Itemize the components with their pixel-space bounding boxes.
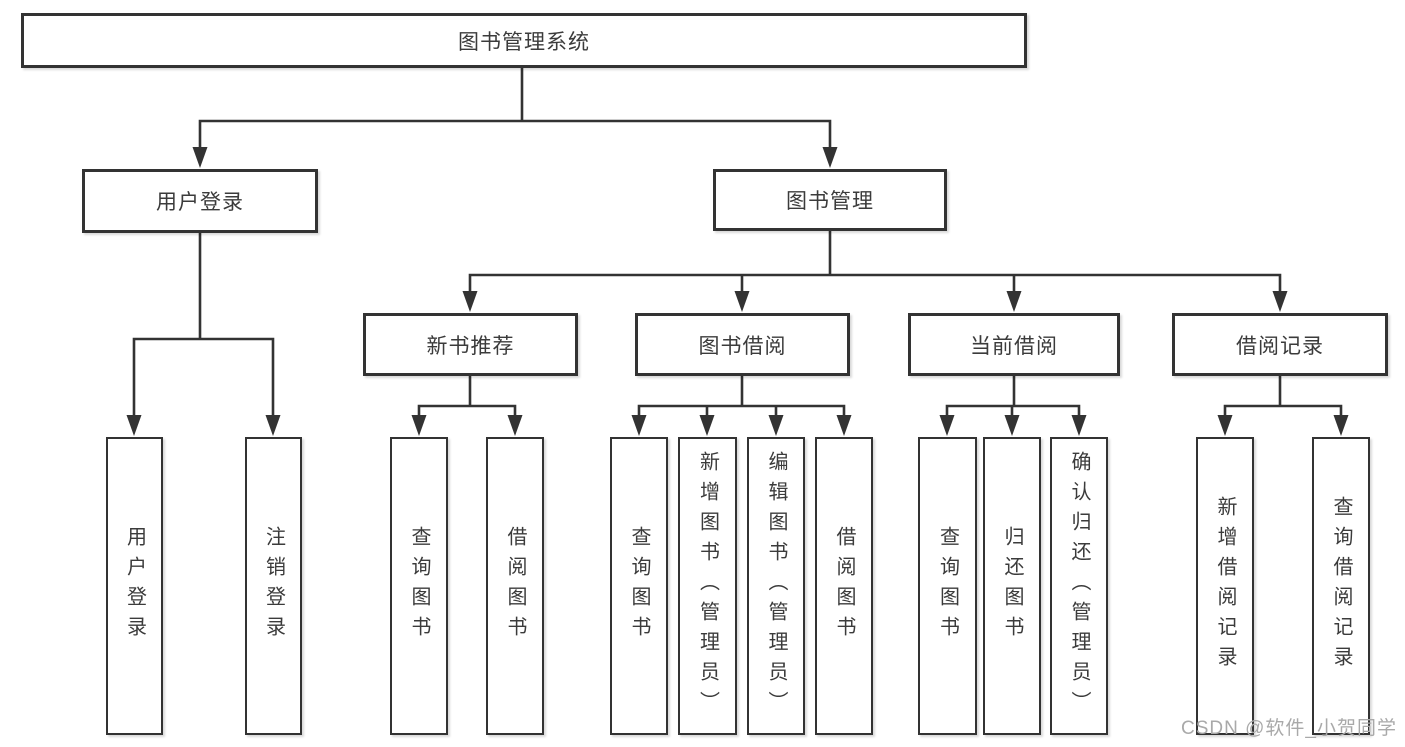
leaf-user-login-label: 用户登录 [123,526,146,646]
node-current-borrowing: 当前借阅 [908,313,1120,376]
leaf-borrow-books-recommend: 借阅图书 [486,437,544,735]
leaf-query-books-borrowing-label: 查询图书 [628,526,650,646]
leaf-edit-books-admin-label: 编辑图书（管理员） [765,451,787,721]
leaf-add-books-admin: 新增图书（管理员） [678,437,737,735]
leaf-return-books-label: 归还图书 [1001,526,1023,646]
leaf-borrow-books-recommend-label: 借阅图书 [504,526,526,646]
leaf-query-books-recommend: 查询图书 [390,437,448,735]
node-book-management: 图书管理 [713,169,947,231]
node-library-management-system: 图书管理系统 [21,13,1027,68]
leaf-add-borrow-record: 新增借阅记录 [1196,437,1254,735]
leaf-confirm-return-admin: 确认归还（管理员） [1050,437,1108,735]
leaf-query-borrow-record: 查询借阅记录 [1312,437,1370,735]
leaf-query-books-recommend-label: 查询图书 [408,526,430,646]
leaf-return-books: 归还图书 [983,437,1041,735]
node-new-book-recommendation: 新书推荐 [363,313,578,376]
leaf-add-books-admin-label: 新增图书（管理员） [696,451,719,721]
leaf-edit-books-admin: 编辑图书（管理员） [747,437,805,735]
leaf-query-books-current: 查询图书 [918,437,977,735]
watermark: CSDN @软件_小贺同学 [1181,718,1397,739]
leaf-query-borrow-record-label: 查询借阅记录 [1330,496,1352,676]
node-borrowing-records: 借阅记录 [1172,313,1388,376]
node-user-login: 用户登录 [82,169,318,233]
leaf-query-books-borrowing: 查询图书 [610,437,668,735]
leaf-query-books-current-label: 查询图书 [936,526,959,646]
leaf-borrow-books-borrowing-label: 借阅图书 [833,526,855,646]
leaf-add-borrow-record-label: 新增借阅记录 [1214,496,1236,676]
leaf-confirm-return-admin-label: 确认归还（管理员） [1068,451,1090,721]
leaf-borrow-books-borrowing: 借阅图书 [815,437,873,735]
leaf-logout-label: 注销登录 [262,526,285,646]
node-book-borrowing: 图书借阅 [635,313,850,376]
leaf-logout: 注销登录 [245,437,302,735]
leaf-user-login: 用户登录 [106,437,163,735]
